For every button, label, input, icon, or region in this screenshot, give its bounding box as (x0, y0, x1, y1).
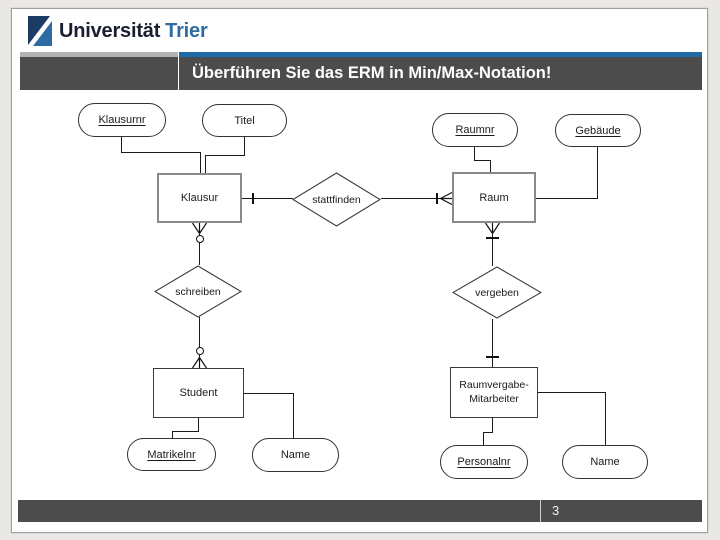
line-klausurnr (200, 152, 201, 173)
blue-accent-strip (179, 52, 702, 57)
line-stattfinden-raum (381, 198, 452, 199)
many-marker (192, 357, 207, 368)
diamond-shape (452, 266, 542, 319)
line-gebaeude (536, 198, 598, 199)
line-schreiben-student (199, 317, 200, 368)
attribute-label: Personalnr (457, 456, 511, 468)
line-personalnr (483, 432, 484, 445)
line-titel (205, 155, 245, 156)
attribute-name-student: Name (252, 438, 339, 472)
titlebar-left-block (20, 57, 178, 90)
attribute-label: Matrikelnr (147, 448, 196, 461)
relationship-label: stattfinden (312, 193, 361, 206)
line-raum-vergeben (492, 223, 493, 266)
attribute-label: Klausurnr (98, 114, 146, 126)
entity-label: Raum (479, 191, 509, 204)
line-klausurnr (121, 152, 201, 153)
footer-bar: 3 (18, 500, 702, 522)
line-vergeben-mitarbeiter (492, 319, 493, 367)
entity-label-line2: Mitarbeiter (469, 392, 519, 405)
attribute-personalnr: Personalnr (440, 445, 528, 479)
attribute-label: Name (280, 449, 311, 461)
line-personalnr (483, 432, 493, 433)
many-marker (485, 223, 500, 234)
attribute-label: Titel (234, 114, 255, 127)
entity-raum: Raum (452, 172, 536, 223)
relationship-schreiben: schreiben (154, 265, 242, 318)
one-marker (436, 193, 438, 204)
line-name-student (244, 393, 293, 394)
line-raumnr (474, 160, 491, 161)
relationship-label: schreiben (175, 285, 221, 298)
page-number: 3 (552, 503, 560, 518)
attribute-label: Gebäude (575, 124, 621, 137)
entity-label: Student (179, 387, 218, 399)
line-klausur-schreiben (199, 223, 200, 265)
attribute-matrikelnr: Matrikelnr (127, 438, 216, 471)
many-marker (192, 223, 207, 234)
line-titel (244, 137, 245, 155)
zero-marker (195, 347, 204, 355)
line-raumnr (474, 147, 475, 160)
diamond-shape (154, 265, 242, 318)
line-name-mitarbeiter (538, 392, 605, 393)
uni-trier-flag-icon (28, 16, 52, 46)
one-marker (252, 193, 254, 204)
attribute-klausurnr: Klausurnr (78, 103, 166, 137)
attribute-gebaeude: Gebäude (555, 114, 641, 147)
many-marker (440, 192, 452, 205)
attribute-titel: Titel (202, 104, 287, 137)
logo-city-name: Trier (165, 19, 208, 42)
logo-university-name: Universität (59, 19, 161, 42)
entity-raumvergabe-mitarbeiter: Raumvergabe- Mitarbeiter (450, 367, 538, 418)
line-matrikelnr (172, 431, 199, 432)
entity-label-line1: Raumvergabe- (459, 379, 529, 392)
one-marker (486, 356, 499, 358)
footer-divider (540, 500, 541, 522)
silver-accent-strip (20, 52, 178, 57)
diamond-shape (292, 172, 381, 227)
one-marker (486, 237, 499, 239)
attribute-raumnr: Raumnr (432, 113, 518, 147)
relationship-stattfinden: stattfinden (292, 172, 381, 227)
line-name-mitarbeiter (605, 392, 606, 445)
zero-marker (195, 235, 204, 243)
line-klausur-stattfinden (242, 198, 293, 199)
entity-label: Klausur (180, 192, 219, 204)
attribute-label: Raumnr (455, 124, 495, 136)
relationship-vergeben: vergeben (452, 266, 542, 319)
attribute-name-mitarbeiter: Name (562, 445, 648, 479)
entity-student: Student (153, 368, 244, 418)
relationship-label: vergeben (475, 286, 519, 299)
line-raumnr (490, 160, 491, 172)
line-gebaeude (597, 147, 598, 198)
line-klausurnr (121, 137, 122, 152)
entity-klausur: Klausur (157, 173, 242, 223)
line-matrikelnr (172, 431, 173, 438)
slide-title: Überführen Sie das ERM in Min/Max-Notati… (179, 57, 702, 90)
line-personalnr (492, 418, 493, 432)
attribute-label: Name (590, 456, 620, 468)
line-matrikelnr (198, 418, 199, 431)
line-name-student (293, 393, 294, 438)
line-titel (205, 155, 206, 173)
